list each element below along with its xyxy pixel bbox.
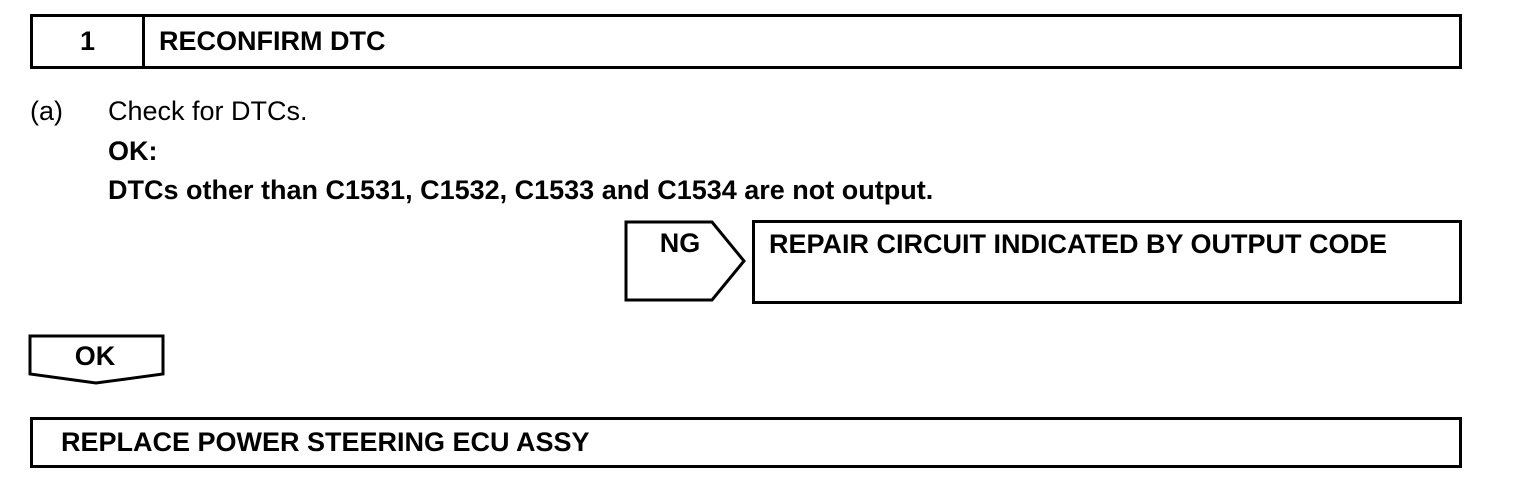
step-header: 1 RECONFIRM DTC [30,14,1462,69]
ng-result-box: REPAIR CIRCUIT INDICATED BY OUTPUT CODE [752,220,1462,304]
step-number: 1 [33,17,145,66]
ok-heading: OK: [108,136,158,166]
ok-arrow-shape [28,334,165,385]
final-action-box: REPLACE POWER STEERING ECU ASSY [30,417,1462,468]
ng-arrow-shape [624,220,746,302]
final-action-text: REPLACE POWER STEERING ECU ASSY [61,427,590,457]
instruction-text: Check for DTCs. [108,96,308,126]
ok-condition-text: DTCs other than C1531, C1532, C1533 and … [108,175,934,205]
sub-step-marker: (a) [30,96,63,126]
step-title: RECONFIRM DTC [159,26,386,56]
ng-label: NG [659,228,701,258]
ng-result-text: REPAIR CIRCUIT INDICATED BY OUTPUT CODE [769,229,1388,259]
ok-label: OK [74,341,116,371]
